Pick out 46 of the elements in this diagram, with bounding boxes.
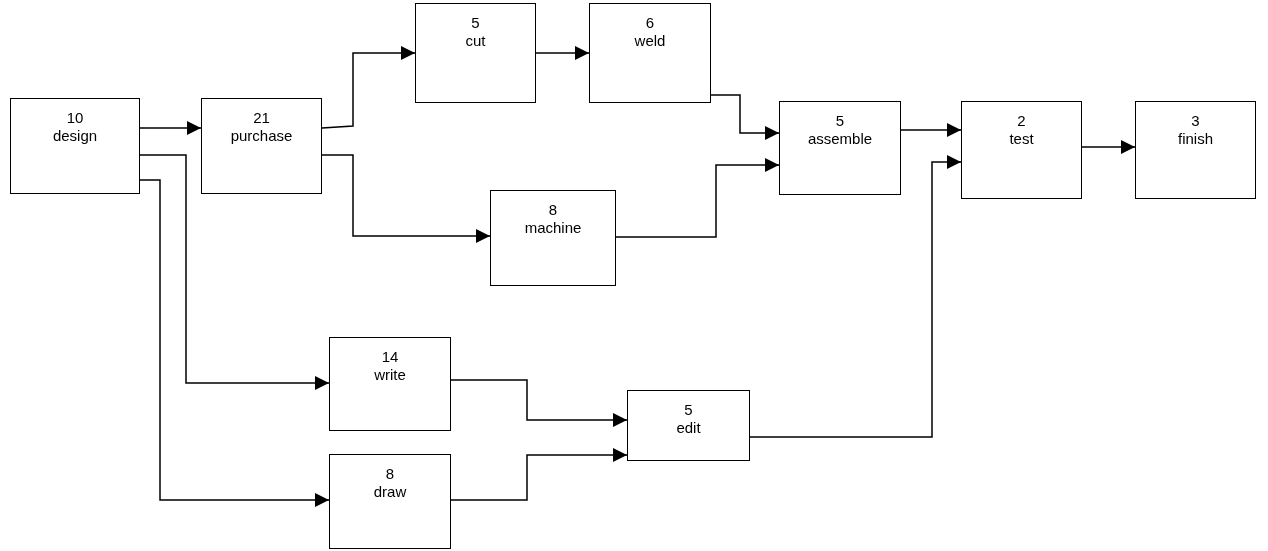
arrow [1081,140,1136,154]
task-label: machine [524,219,582,237]
duration-label: 5 [471,14,480,32]
task-box [329,337,451,431]
task-box [589,3,711,103]
duration-label: 5 [835,112,845,130]
task-label: test [1009,130,1034,148]
task-label: weld [634,32,666,50]
task-label: finish [1178,130,1213,148]
duration-label: 14 [381,348,399,366]
task-box [1135,101,1256,199]
duration-label: 10 [66,109,84,127]
duration-label: 3 [1191,112,1200,130]
task-box [10,98,140,194]
duration-label: 21 [253,109,270,127]
task-box [627,390,750,461]
arrow [615,158,780,238]
duration-label: 2 [1017,112,1026,130]
duration-label: 8 [548,201,558,219]
duration-label: 6 [645,14,655,32]
duration-label: 8 [385,465,395,483]
arrow [749,155,962,438]
task-box [201,98,322,194]
task-label: design [52,127,98,145]
task-box [961,101,1082,199]
arrow [450,379,628,427]
task-label: cut [465,32,486,50]
arrow [710,94,780,140]
task-label: purchase [230,127,293,145]
arrow [900,123,962,137]
task-label: write [374,366,406,384]
task-box [329,454,451,549]
task-box [490,190,616,286]
duration-label: 5 [684,401,693,419]
task-box [779,101,901,195]
arrow [321,154,491,243]
task-box [415,3,536,103]
arrow [321,46,416,129]
arrow [139,154,330,390]
arrow [450,448,628,501]
arrow [139,179,330,507]
task-label: edit [676,419,701,437]
task-label: draw [373,483,407,501]
task-label: assemble [807,130,873,148]
arrow [139,121,202,135]
arrow [535,46,590,60]
